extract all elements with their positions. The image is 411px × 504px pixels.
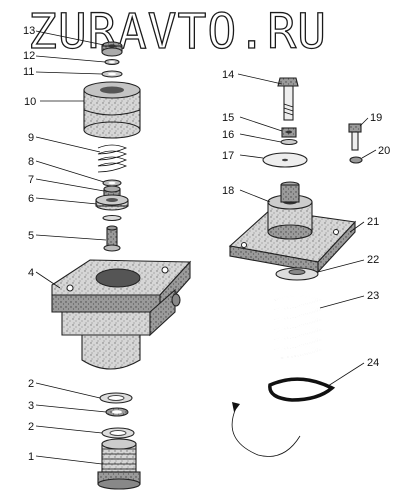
callout-16: 16 xyxy=(222,129,234,141)
callout-11: 11 xyxy=(23,66,34,78)
rotation-arrow-icon xyxy=(231,402,301,457)
part-15-nut xyxy=(281,127,297,138)
callout-2-lower: 2 xyxy=(28,421,34,433)
part-10-bushing xyxy=(83,81,141,139)
leader-lines xyxy=(35,30,377,465)
part-6-ring xyxy=(102,214,122,222)
part-1-plug xyxy=(97,438,141,490)
left-assembly xyxy=(51,41,192,490)
part-20-nut xyxy=(349,156,363,164)
callout-6: 6 xyxy=(28,193,34,205)
callout-2-upper: 2 xyxy=(28,378,34,390)
callout-15: 15 xyxy=(222,112,234,124)
callout-23: 23 xyxy=(367,290,379,302)
callout-1: 1 xyxy=(28,451,34,463)
part-18-bracket xyxy=(228,181,357,274)
part-17-plate xyxy=(262,152,308,168)
part-4-housing xyxy=(51,259,192,370)
part-23-spring xyxy=(274,295,323,359)
callout-5: 5 xyxy=(28,230,34,242)
callout-17: 17 xyxy=(222,150,234,162)
part-16-washer xyxy=(280,138,298,146)
callout-10: 10 xyxy=(24,96,36,108)
part-13-nut xyxy=(101,41,123,57)
part-7-collar xyxy=(103,185,121,198)
part-12-washer xyxy=(104,58,120,66)
callout-8: 8 xyxy=(28,156,34,168)
callout-14: 14 xyxy=(222,69,234,81)
part-6-flange xyxy=(95,194,129,211)
part-22-seat xyxy=(275,267,319,281)
callout-7: 7 xyxy=(28,174,34,186)
part-9-spring xyxy=(97,144,128,173)
callout-22: 22 xyxy=(367,254,379,266)
part-8-washer xyxy=(102,179,122,187)
callout-9: 9 xyxy=(28,132,34,144)
watermark: ZURAVTO.RU xyxy=(28,4,327,60)
callout-19: 19 xyxy=(370,112,382,124)
right-assembly xyxy=(228,77,363,457)
part-5-pin xyxy=(103,225,121,252)
callout-12: 12 xyxy=(23,50,35,62)
part-11-washer xyxy=(101,70,123,78)
callout-4: 4 xyxy=(28,267,34,279)
part-2-washer-lower xyxy=(101,427,135,439)
part-14-bolt xyxy=(277,77,299,121)
callout-3: 3 xyxy=(28,400,34,412)
part-19-bolt xyxy=(348,123,362,151)
callout-18: 18 xyxy=(222,185,234,197)
part-3-ring xyxy=(105,407,129,417)
callout-24: 24 xyxy=(367,357,379,369)
callout-13: 13 xyxy=(23,25,35,37)
callout-20: 20 xyxy=(378,145,390,157)
part-2-washer-upper xyxy=(99,392,133,404)
part-24-gasket xyxy=(268,377,336,402)
callout-21: 21 xyxy=(367,216,379,228)
callout-labels: 13 12 11 10 9 8 7 6 5 4 2 3 2 1 14 15 16… xyxy=(23,25,390,463)
